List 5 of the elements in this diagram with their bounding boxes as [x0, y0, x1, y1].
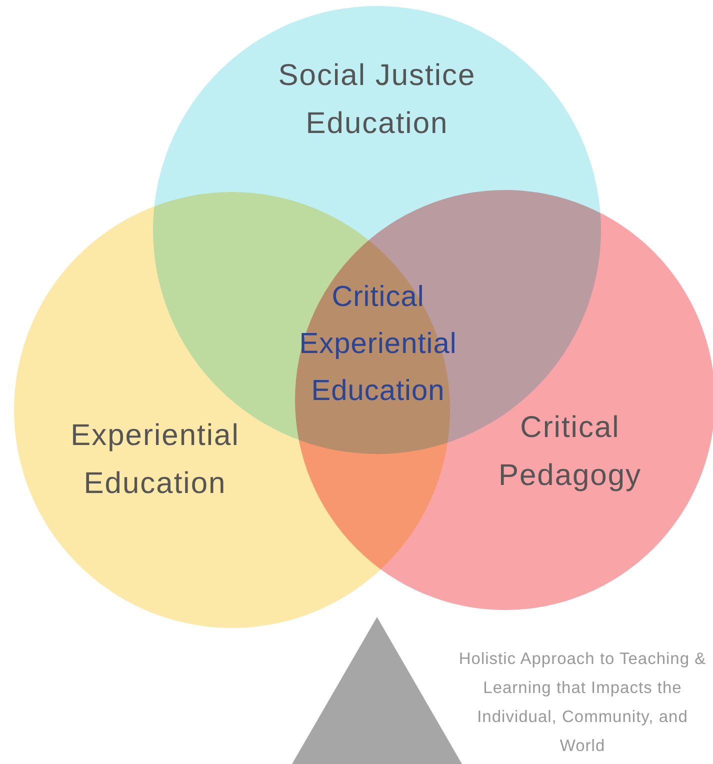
note-text: Holistic Approach to Teaching & Learning that Impacts the Individual, Community, and World [458, 649, 708, 757]
center-label: Critical Experiential Education [298, 280, 458, 409]
circle-label: Social Justice Education [277, 58, 477, 142]
circle-label: Critical Pedagogy [497, 410, 643, 494]
circle-label: Experiential Education [70, 418, 240, 502]
